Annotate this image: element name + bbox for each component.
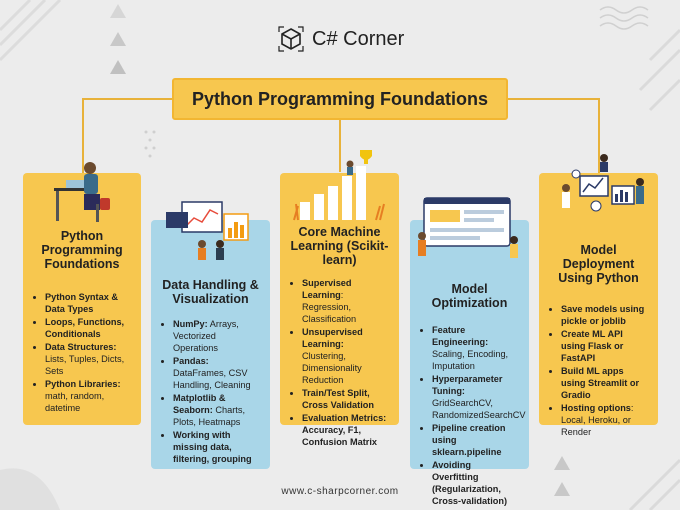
card-list: Feature Engineering: Scaling, Encoding, …: [420, 324, 525, 507]
card-list: Python Syntax & Data Types Loops, Functi…: [33, 291, 131, 414]
list-item: Avoiding Overfitting (Regularization, Cr…: [432, 459, 519, 507]
footer-url[interactable]: www.c-sharpcorner.com: [281, 486, 399, 497]
brand-name: C# Corner: [312, 27, 405, 50]
trophy-growth-illustration: [293, 150, 385, 221]
card-title: Model Optimization: [431, 282, 508, 310]
list-item: Train/Test Split, Cross Validation: [302, 387, 389, 411]
connector-right: [598, 98, 600, 173]
card-list: Save models using pickle or joblib Creat…: [549, 303, 648, 438]
programmer-illustration: [54, 162, 110, 222]
card-list: Supervised Learning: Regression, Classif…: [290, 277, 389, 448]
list-item: Loops, Functions, Conditionals: [45, 316, 131, 340]
list-item: Supervised Learning: Regression, Classif…: [302, 277, 389, 325]
card-data-handling: Data Handling & Visualization NumPy: Arr…: [151, 220, 270, 469]
dashboard-illustration: [418, 197, 518, 258]
brand-logo[interactable]: C# Corner: [278, 26, 404, 52]
card-title: Data Handling & Visualization: [162, 278, 259, 306]
connector-left: [82, 98, 84, 173]
list-item: Save models using pickle or joblib: [561, 303, 648, 327]
list-item: Unsupervised Learning: Clustering, Dimen…: [302, 326, 389, 386]
main-title: Python Programming Foundations: [172, 78, 508, 120]
data-visualization-illustration: [166, 201, 249, 260]
card-model-optimization: Model Optimization Feature Engineering: …: [410, 220, 529, 506]
connector-horizontal: [82, 98, 172, 100]
card-core-ml: Core Machine Learning (Scikit-learn) Sup…: [280, 173, 399, 447]
list-item: Data Structures: Lists, Tuples, Dicts, S…: [45, 341, 131, 377]
list-item: Pandas: DataFrames, CSV Handling, Cleani…: [173, 355, 260, 391]
card-title: Core Machine Learning (Scikit-learn): [290, 225, 389, 267]
list-item: Matplotlib & Seaborn: Charts, Plots, Hea…: [173, 392, 260, 428]
card-title: Model Deployment Using Python: [558, 243, 639, 285]
card-list: NumPy: Arrays, Vectorized Operations Pan…: [161, 318, 260, 465]
cube-logo-icon: [278, 26, 304, 52]
card-python-foundations: Python Programming Foundations Python Sy…: [23, 173, 141, 425]
card-model-deployment: Model Deployment Using Python Save model…: [539, 173, 658, 437]
list-item: Hyperparameter Tuning: GridSearchCV, Ran…: [432, 373, 525, 421]
list-item: Create ML API using Flask or FastAPI: [561, 328, 648, 364]
list-item: Pipeline creation using sklearn.pipeline: [432, 422, 519, 458]
deployment-illustration: [562, 154, 644, 212]
card-title: Python Programming Foundations: [41, 229, 123, 271]
list-item: NumPy: Arrays, Vectorized Operations: [173, 318, 260, 354]
list-item: Python Libraries: math, random, datetime: [45, 378, 131, 414]
list-item: Hosting options: Local, Heroku, or Rende…: [561, 402, 648, 438]
list-item: Python Syntax & Data Types: [45, 291, 131, 315]
list-item: Working with missing data, filtering, gr…: [173, 429, 260, 465]
list-item: Evaluation Metrics: Accuracy, F1, Confus…: [302, 412, 389, 448]
connector-horizontal-right: [508, 98, 600, 100]
list-item: Build ML apps using Streamlit or Gradio: [561, 365, 648, 401]
connector-center: [339, 120, 341, 172]
list-item: Feature Engineering: Scaling, Encoding, …: [432, 324, 519, 372]
